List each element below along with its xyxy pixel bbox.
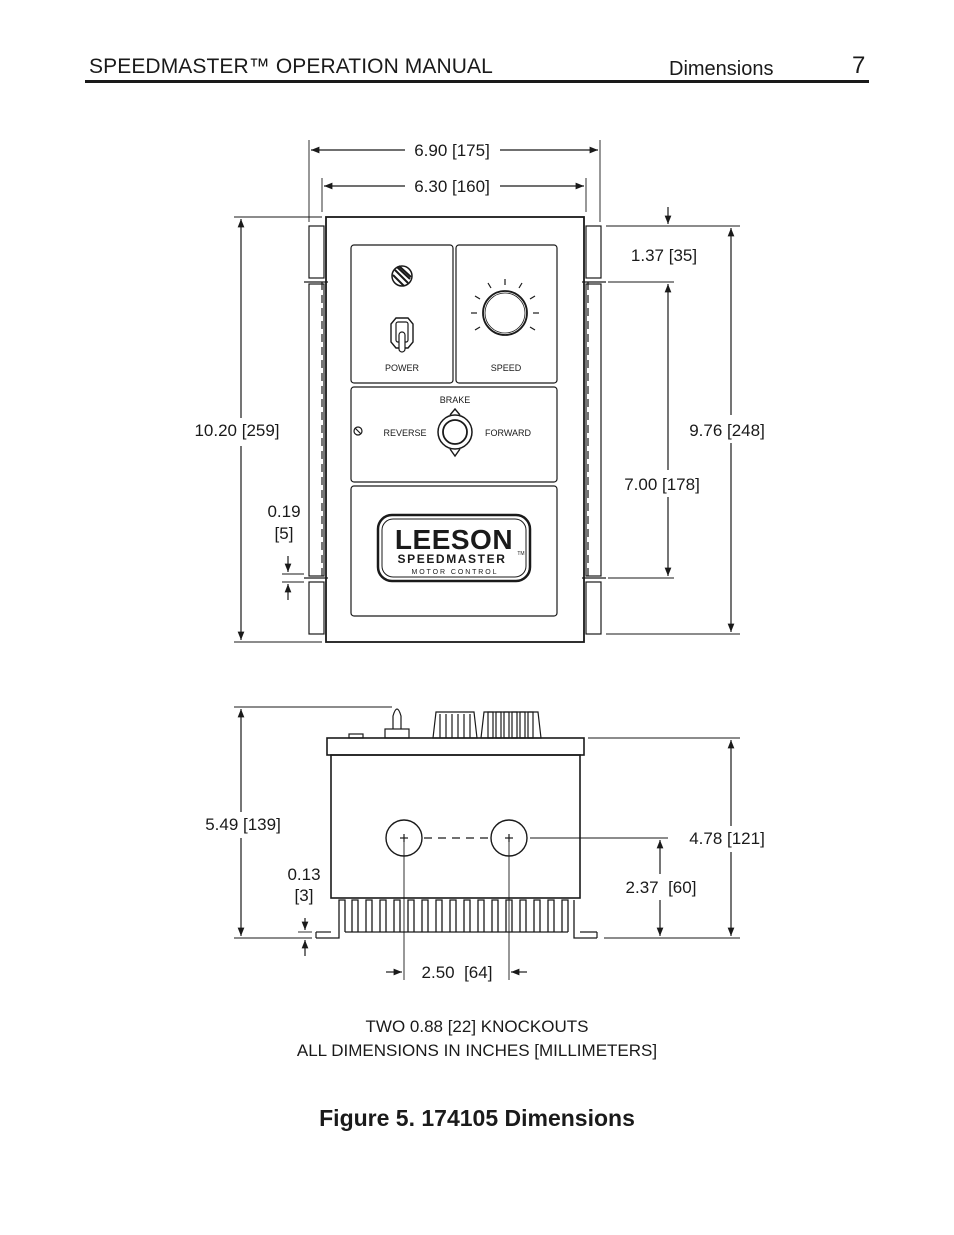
page-header: SPEEDMASTER™ OPERATION MANUAL Dimensions… [0, 0, 954, 90]
dim-slot-width-value: 0.19 [267, 502, 300, 521]
front-enclosure-outline [325, 216, 585, 643]
front-panel-labels: POWER SPEED BRAKE REVERSE FORWARD [383, 363, 531, 438]
speed-panel [455, 244, 558, 384]
right-upper-flange [585, 225, 602, 279]
side-direction-knob-icon [480, 711, 542, 739]
side-top-cover [326, 737, 585, 756]
right-lower-flange [585, 581, 602, 635]
label-speed: SPEED [491, 363, 522, 373]
dim-top-offset: 1.37 [35] [631, 246, 697, 265]
heatsink-fins [315, 899, 598, 939]
indicator-lamp-icon [391, 265, 413, 287]
side-toggle-icon [384, 708, 410, 739]
label-brake: BRAKE [440, 395, 471, 405]
left-upper-flange [308, 225, 325, 279]
page-number: 7 [852, 52, 866, 79]
manual-title: SPEEDMASTER™ OPERATION MANUAL [89, 55, 493, 78]
side-dimension-labels: 5.49 [139] 4.78 [121] 2.37 [60] 0.13 [3]… [205, 815, 765, 982]
note-units: ALL DIMENSIONS IN INCHES [MILLIMETERS] [296, 1041, 658, 1060]
logo-brand: LEESON [395, 524, 513, 555]
left-mid-flange [308, 283, 325, 577]
front-view [234, 140, 740, 643]
side-small-tab [348, 733, 364, 739]
side-dim-body-height: 4.78 [121] [689, 829, 765, 848]
dim-mount-height: 9.76 [248] [689, 421, 765, 440]
side-speed-knob-icon [432, 711, 478, 739]
dim-overall-height: 10.20 [259] [194, 421, 279, 440]
speed-dial-icon [471, 279, 539, 336]
label-power: POWER [385, 363, 420, 373]
logo-panel [350, 485, 558, 617]
front-dimension-labels: 6.90 [175] 6.30 [160] 10.20 [259] 9.76 [… [194, 141, 764, 543]
label-forward: FORWARD [485, 428, 531, 438]
logo-tagline: M O T O R C O N T R O L [411, 569, 496, 576]
brake-screw-icon [353, 426, 363, 436]
logo-tm: TM [517, 551, 524, 557]
logo-product: SPEEDMASTER [398, 552, 507, 566]
right-mid-flange [585, 283, 602, 577]
dim-slot-spacing: 7.00 [178] [624, 475, 700, 494]
label-reverse: REVERSE [383, 428, 426, 438]
dim-overall-width: 6.90 [175] [414, 141, 490, 160]
side-view [234, 706, 740, 980]
power-toggle-icon [390, 317, 414, 353]
dim-body-width: 6.30 [160] [414, 177, 490, 196]
side-dim-knockout-height: 2.37 [60] [626, 878, 697, 897]
side-dim-base-mm: [3] [295, 886, 314, 905]
side-dim-base-value: 0.13 [287, 865, 320, 884]
dim-slot-width-mm: [5] [275, 524, 294, 543]
side-dim-knockout-spacing: 2.50 [64] [422, 963, 493, 982]
power-panel [350, 244, 454, 384]
direction-panel [350, 386, 558, 483]
note-knockouts: TWO 0.88 [22] KNOCKOUTS [365, 1017, 589, 1036]
left-lower-flange [308, 581, 325, 635]
figure-caption: Figure 5. 174105 Dimensions [319, 1105, 635, 1131]
header-rule [85, 80, 869, 83]
leeson-logo [376, 513, 532, 583]
logo-text: LEESON SPEEDMASTER TM M O T O R C O N T … [395, 524, 525, 576]
section-title: Dimensions [669, 58, 774, 80]
side-body-outline [330, 754, 581, 899]
side-dim-overall-height: 5.49 [139] [205, 815, 281, 834]
direction-selector-icon [437, 407, 473, 458]
